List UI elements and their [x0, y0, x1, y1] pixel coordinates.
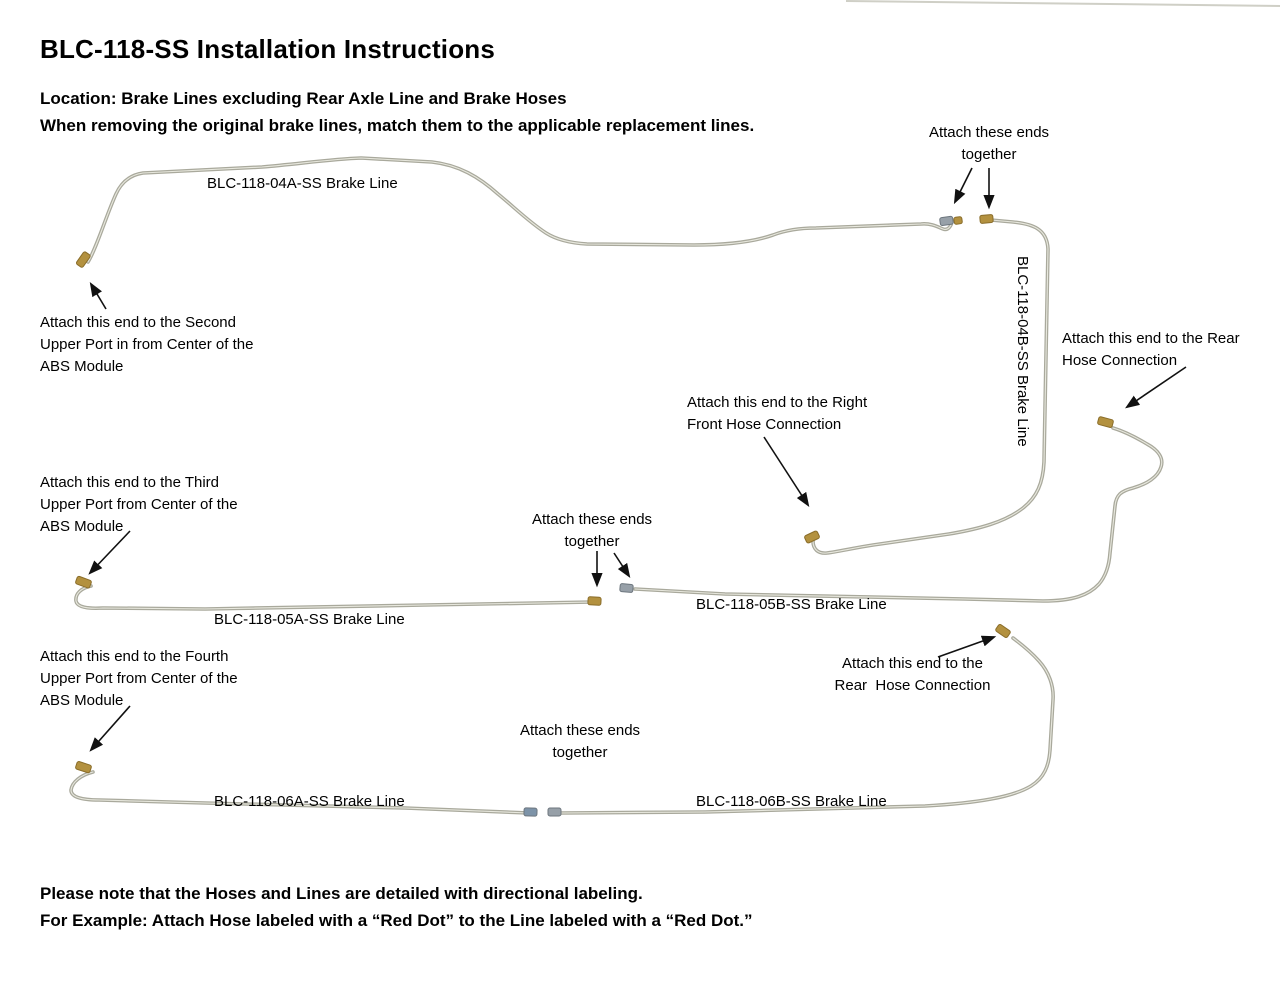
annotation-rear-hose-bottom: Attach this end to the Rear Hose Connect… [834, 655, 991, 694]
annotation-right-front-hose: Attach this end to the Right Front Hose … [687, 394, 868, 433]
brake-line-04b [811, 218, 1050, 555]
annotation-attach-together-top: Attach these ends together [928, 124, 1050, 163]
footer-note-2: For Example: Attach Hose labeled with a … [40, 911, 753, 930]
arrow-together-top-left-icon [953, 167, 973, 205]
page-title: BLC-118-SS Installation Instructions [40, 34, 496, 64]
label-line-05a: BLC-118-05A-SS Brake Line [214, 611, 405, 628]
label-line-06a: BLC-118-06A-SS Brake Line [214, 793, 405, 810]
arrow-rear-hose-top-icon [1125, 366, 1187, 409]
label-line-06b: BLC-118-06B-SS Brake Line [696, 793, 887, 810]
annotation-second-port: Attach this end to the Second Upper Port… [40, 314, 254, 375]
annotation-rear-hose-top: Attach this end to the Rear Hose Connect… [1062, 330, 1240, 369]
pointer-arrows [88, 167, 1187, 752]
arrow-third-port-icon [88, 530, 131, 575]
label-line-04b: BLC-118-04B-SS Brake Line [1014, 256, 1031, 447]
fitting-04a-tip-icon [953, 216, 963, 225]
brake-line-05b [633, 426, 1164, 603]
arrow-second-port-icon [89, 281, 107, 310]
annotation-attach-together-bottom: Attach these ends together [519, 722, 641, 761]
arrow-right-front-hose-icon [763, 436, 810, 508]
brake-line-05a [74, 584, 595, 611]
fitting-05a-left-icon [75, 575, 92, 589]
annotation-third-port: Attach this end to the Third Upper Port … [40, 474, 238, 535]
fitting-04a-right-icon [939, 215, 954, 227]
fitting-05b-left-icon [619, 583, 634, 593]
label-line-04a: BLC-118-04A-SS Brake Line [207, 175, 398, 192]
label-line-05b: BLC-118-05B-SS Brake Line [696, 596, 887, 613]
brake-line-04a [86, 156, 954, 264]
location-line: Location: Brake Lines excluding Rear Axl… [40, 89, 567, 108]
fitting-04b-top-icon [979, 214, 994, 224]
footer-note-1: Please note that the Hoses and Lines are… [40, 884, 643, 903]
arrow-together-mid-right-icon [613, 552, 631, 579]
fitting-06b-left-icon [547, 807, 562, 817]
crop-artifact-line [845, 0, 1280, 7]
fitting-04b-end-icon [804, 530, 820, 544]
arrow-rear-hose-bottom-icon [937, 635, 997, 658]
fitting-06a-right-icon [523, 807, 538, 817]
annotation-fourth-port: Attach this end to the Fourth Upper Port… [40, 648, 238, 709]
annotation-attach-together-mid: Attach these ends together [531, 511, 653, 550]
fitting-05b-rear-icon [1097, 416, 1114, 428]
arrow-fourth-port-icon [89, 705, 131, 752]
fitting-05a-right-icon [587, 596, 602, 606]
fitting-06a-left-icon [75, 761, 92, 774]
fitting-04a-left-icon [75, 251, 91, 268]
tube-fittings [75, 214, 1114, 817]
fitting-06b-rear-icon [995, 623, 1011, 639]
instruction-line: When removing the original brake lines, … [40, 116, 755, 135]
